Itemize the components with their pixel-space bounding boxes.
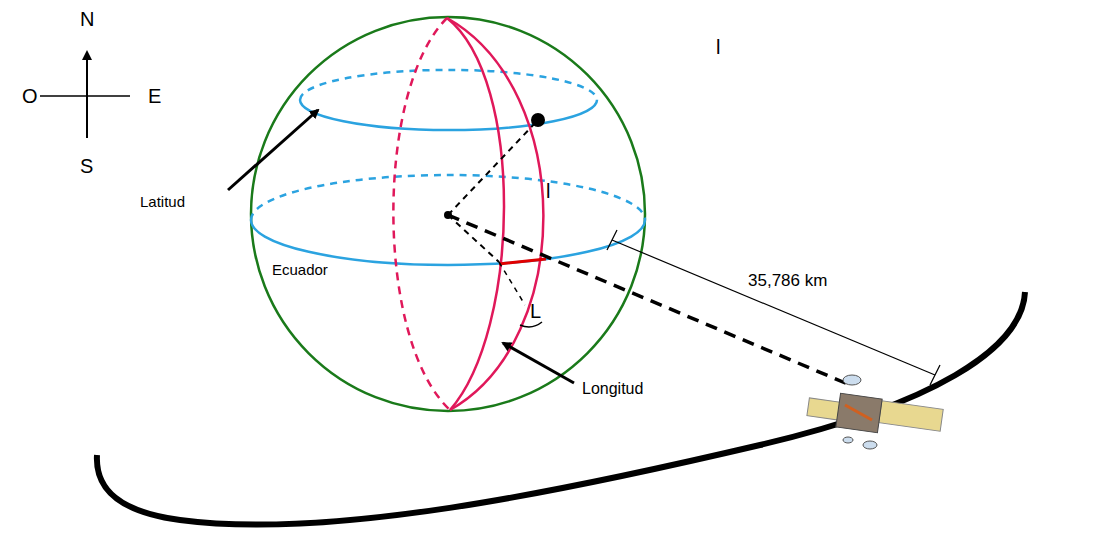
line-to-satellite	[448, 215, 850, 385]
compass-arrow	[86, 52, 88, 138]
equator-front	[251, 220, 645, 265]
stray-mark: l	[716, 36, 720, 58]
latitude-front	[300, 100, 597, 130]
longitude-symbol: L	[530, 300, 541, 322]
pointer-arrow	[228, 110, 318, 190]
compass-line	[40, 95, 130, 97]
distance-line	[612, 240, 935, 375]
pointer-arrow	[503, 343, 574, 383]
meridian-local	[447, 18, 543, 410]
longitude-arc	[499, 259, 546, 264]
longitude-label: Longitud	[582, 380, 643, 398]
angle-mark	[520, 322, 542, 327]
compass-south: S	[80, 155, 93, 177]
satellite-icon	[807, 375, 943, 449]
compass-east: E	[148, 85, 161, 107]
equator-label: Ecuador	[272, 262, 328, 279]
earth-outline	[251, 17, 645, 411]
compass-north: N	[80, 8, 94, 30]
dimension-tick	[930, 365, 940, 385]
dimension-tick	[607, 230, 617, 250]
angle-guide	[499, 262, 525, 305]
distance-label: 35,786 km	[748, 272, 827, 291]
radius-reference	[448, 215, 499, 262]
equator-back	[251, 175, 645, 220]
latitude-label: Latitud	[140, 194, 185, 211]
meridian-reference	[447, 18, 504, 410]
latitude-back	[300, 70, 597, 100]
earth-center	[444, 211, 452, 219]
location-point	[531, 113, 545, 127]
latitude-symbol: l	[546, 180, 550, 202]
meridian-back	[393, 18, 450, 410]
compass-west: O	[22, 85, 38, 107]
radius-to-point	[448, 120, 538, 215]
